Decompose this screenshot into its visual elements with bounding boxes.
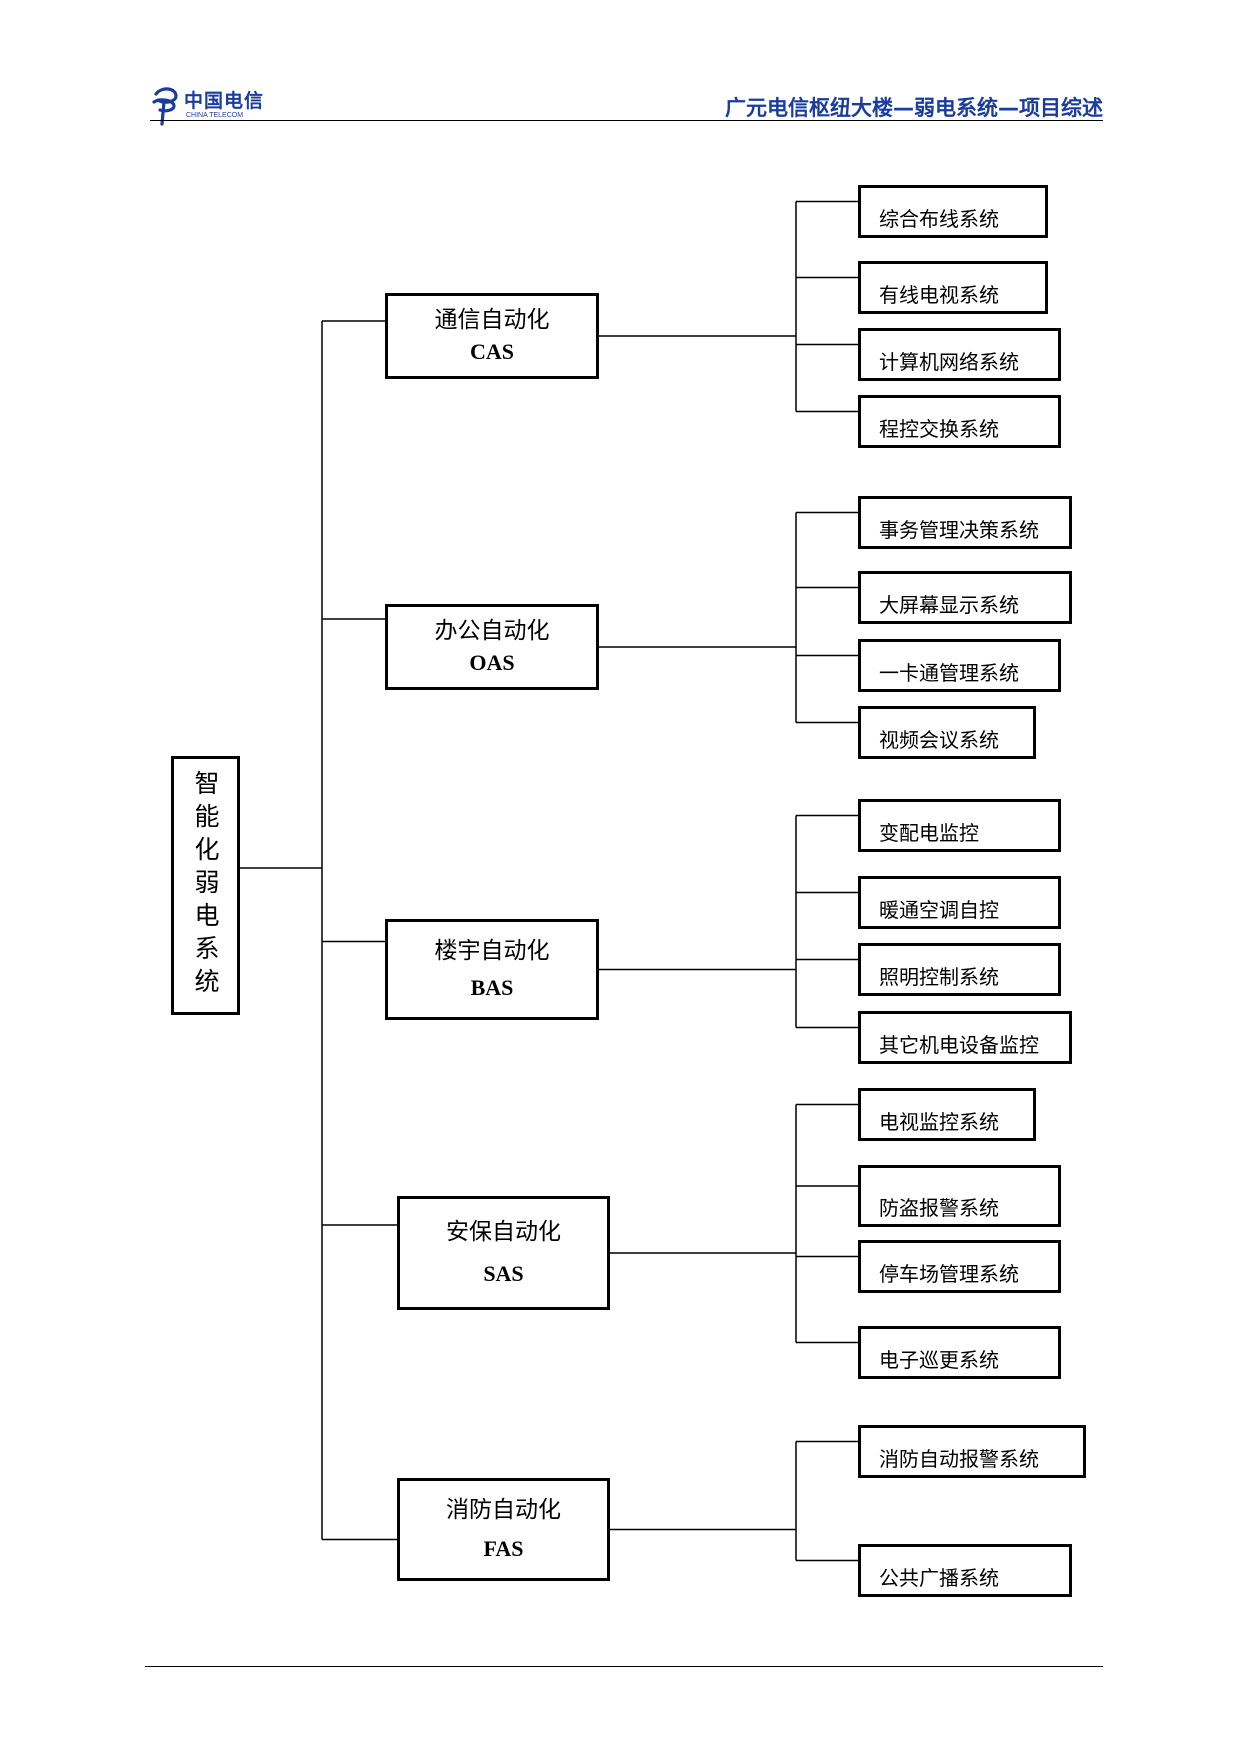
leaf-node: 一卡通管理系统 — [858, 639, 1061, 692]
category-name: 消防自动化 — [446, 1497, 561, 1524]
category-abbr: SAS — [483, 1260, 524, 1286]
leaf-node-label: 视频会议系统 — [879, 728, 999, 752]
leaf-node: 有线电视系统 — [858, 261, 1048, 314]
leaf-node: 照明控制系统 — [858, 943, 1061, 996]
leaf-node-label: 停车场管理系统 — [879, 1262, 1019, 1286]
leaf-node-label: 防盗报警系统 — [879, 1196, 999, 1220]
leaf-node-label: 事务管理决策系统 — [879, 518, 1039, 542]
leaf-node-label: 程控交换系统 — [879, 417, 999, 441]
leaf-node: 停车场管理系统 — [858, 1240, 1061, 1293]
leaf-node: 计算机网络系统 — [858, 328, 1061, 381]
logo-chinese-text: 中国电信 — [184, 90, 265, 112]
leaf-node-label: 一卡通管理系统 — [879, 661, 1019, 685]
leaf-node: 事务管理决策系统 — [858, 496, 1072, 549]
category-node-oas: 办公自动化 OAS — [385, 604, 599, 690]
leaf-node-label: 变配电监控 — [879, 821, 979, 845]
leaf-node-label: 有线电视系统 — [879, 283, 999, 307]
leaf-node: 视频会议系统 — [858, 706, 1036, 759]
leaf-node-label: 其它机电设备监控 — [879, 1033, 1039, 1057]
leaf-node-label: 消防自动报警系统 — [879, 1447, 1039, 1471]
leaf-node-label: 大屏幕显示系统 — [879, 593, 1019, 617]
leaf-node: 电子巡更系统 — [858, 1326, 1061, 1379]
category-abbr: OAS — [469, 650, 515, 676]
category-abbr: FAS — [483, 1535, 524, 1561]
leaf-node-label: 暖通空调自控 — [879, 898, 999, 922]
leaf-node: 消防自动报警系统 — [858, 1425, 1086, 1478]
leaf-node: 程控交换系统 — [858, 395, 1061, 448]
header-divider — [150, 120, 1103, 121]
category-name: 安保自动化 — [446, 1218, 561, 1245]
category-node-cas: 通信自动化 CAS — [385, 293, 599, 379]
leaf-node: 大屏幕显示系统 — [858, 571, 1072, 624]
leaf-node: 防盗报警系统 — [858, 1165, 1061, 1227]
category-name: 办公自动化 — [434, 617, 550, 644]
leaf-node: 其它机电设备监控 — [858, 1011, 1072, 1064]
category-node-sas: 安保自动化 SAS — [397, 1196, 610, 1310]
category-node-bas: 楼宇自动化 BAS — [385, 919, 599, 1020]
leaf-node-label: 电视监控系统 — [879, 1110, 999, 1134]
root-node-label: 智能化弱电系统 — [191, 770, 220, 1001]
leaf-node: 暖通空调自控 — [858, 876, 1061, 929]
root-node-box: 智能化弱电系统 — [171, 756, 240, 1015]
category-abbr: BAS — [470, 975, 514, 1001]
leaf-node-label: 公共广播系统 — [879, 1566, 999, 1590]
category-name: 楼宇自动化 — [434, 937, 550, 964]
leaf-node: 变配电监控 — [858, 799, 1061, 852]
category-node-fas: 消防自动化 FAS — [397, 1478, 610, 1581]
logo-english-text: CHINA TELECOM — [186, 112, 244, 119]
leaf-node-label: 电子巡更系统 — [879, 1348, 999, 1372]
china-telecom-logo: 中国电信 CHINA TELECOM — [150, 84, 263, 130]
category-abbr: CAS — [469, 339, 514, 365]
leaf-node: 综合布线系统 — [858, 185, 1048, 238]
page-header: 中国电信 CHINA TELECOM 广元电信枢纽大楼—弱电系统—项目综述 — [0, 0, 1241, 130]
leaf-node-label: 综合布线系统 — [879, 207, 999, 231]
leaf-node: 电视监控系统 — [858, 1088, 1036, 1141]
footer-divider — [145, 1666, 1103, 1667]
leaf-node-label: 计算机网络系统 — [879, 350, 1019, 374]
leaf-node-label: 照明控制系统 — [879, 965, 999, 989]
document-title: 广元电信枢纽大楼—弱电系统—项目综述 — [725, 96, 1103, 120]
category-name: 通信自动化 — [434, 306, 550, 333]
leaf-node: 公共广播系统 — [858, 1544, 1072, 1597]
